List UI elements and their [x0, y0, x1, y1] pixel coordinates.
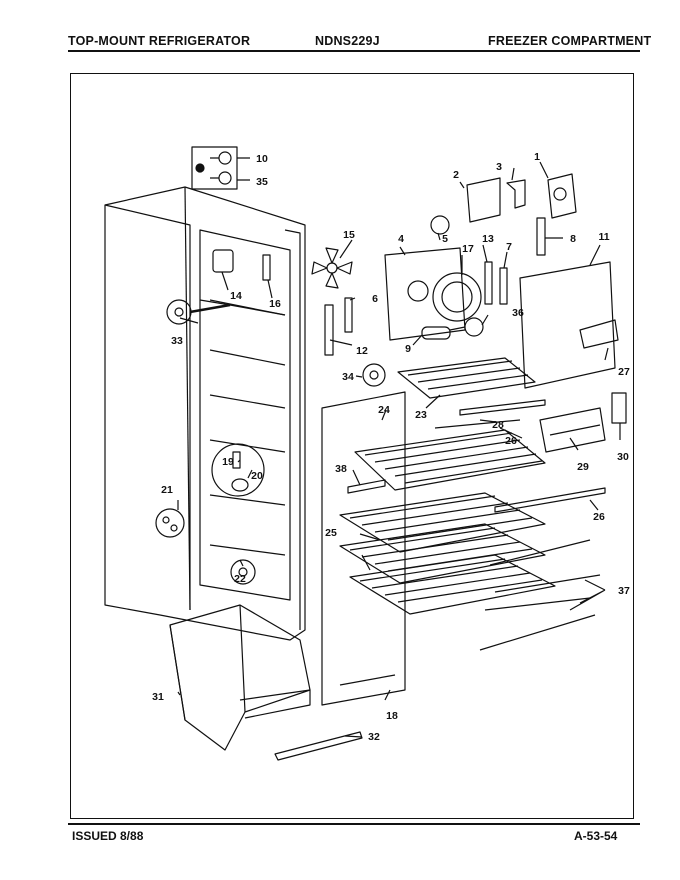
callout-32: 32: [368, 731, 380, 743]
part-21: [155, 508, 185, 538]
part-22: [230, 559, 256, 585]
callout-25: 25: [325, 527, 337, 539]
callout-17: 17: [462, 243, 474, 255]
light-bulb: [421, 317, 484, 340]
callout-35: 35: [256, 176, 268, 188]
header-rule: [68, 50, 640, 52]
callout-33: 33: [171, 335, 183, 347]
strip-12: [324, 304, 334, 356]
callout-2: 2: [453, 169, 459, 181]
bar-38: [347, 479, 386, 494]
callout-9: 9: [405, 343, 411, 355]
callout-26b: 26: [593, 511, 605, 523]
callout-5: 5: [442, 233, 448, 245]
callout-31: 31: [152, 691, 164, 703]
callout-29: 29: [577, 461, 589, 473]
callout-19: 19: [222, 456, 234, 468]
callout-8: 8: [570, 233, 576, 245]
callout-6: 6: [372, 293, 378, 305]
callout-34: 34: [342, 371, 354, 383]
rails-37: [479, 539, 601, 651]
callout-36: 36: [512, 307, 524, 319]
footer-issued: ISSUED 8/88: [72, 829, 144, 843]
callout-10: 10: [256, 153, 268, 165]
strip-13: [484, 261, 493, 305]
rail-26a: [434, 419, 521, 429]
bracket-33: [166, 299, 231, 325]
hardware-bag: [191, 146, 238, 190]
header-model-number: NDNS229J: [315, 34, 380, 48]
bracket-30: [611, 392, 627, 424]
callout-23: 23: [415, 409, 427, 421]
control-panel: [519, 261, 619, 389]
fan-blade: [311, 247, 353, 289]
rail-32: [274, 731, 363, 761]
callout-27: 27: [618, 366, 630, 378]
knob-5: [430, 215, 450, 235]
callout-21: 21: [161, 484, 173, 496]
callout-15: 15: [343, 229, 355, 241]
callout-14: 14: [230, 290, 242, 302]
callout-37: 37: [618, 585, 630, 597]
diagram-frame: [70, 73, 634, 819]
callout-22: 22: [234, 573, 246, 585]
shelf-24: [354, 429, 546, 491]
footer-page-code: A-53-54: [574, 829, 618, 843]
callout-13: 13: [482, 233, 494, 245]
footer-rule: [68, 823, 640, 825]
header-product-type: TOP-MOUNT REFRIGERATOR: [68, 34, 251, 48]
pan-29: [539, 407, 606, 453]
callout-28: 28: [492, 419, 504, 431]
callout-4: 4: [398, 233, 404, 245]
freezer-cabinet: [104, 186, 306, 641]
rail-28: [459, 399, 546, 416]
callout-12: 12: [356, 345, 368, 357]
callout-16: 16: [269, 298, 281, 310]
shelf-23: [397, 357, 536, 399]
callout-11: 11: [598, 231, 609, 243]
callout-7: 7: [506, 241, 512, 253]
leader-lines: [177, 157, 621, 738]
callout-20: 20: [251, 470, 263, 482]
hinge-parts: [466, 173, 577, 256]
strip-6: [344, 297, 353, 333]
callout-18: 18: [386, 710, 398, 722]
callout-1: 1: [534, 151, 540, 163]
wire-shelves: [339, 492, 556, 615]
callout-38: 38: [335, 463, 347, 475]
rail-26b: [494, 487, 606, 513]
callout-26a: 26: [505, 435, 517, 447]
callout-3: 3: [496, 161, 502, 173]
header-section-title: FREEZER COMPARTMENT: [488, 34, 652, 48]
roller-34: [362, 363, 386, 387]
evaporator-cover: [321, 391, 406, 706]
strip-7: [499, 267, 508, 305]
callout-30: 30: [617, 451, 629, 463]
fan-motor-bracket: [384, 247, 482, 341]
basket-31: [169, 604, 311, 751]
callout-24: 24: [378, 404, 390, 416]
